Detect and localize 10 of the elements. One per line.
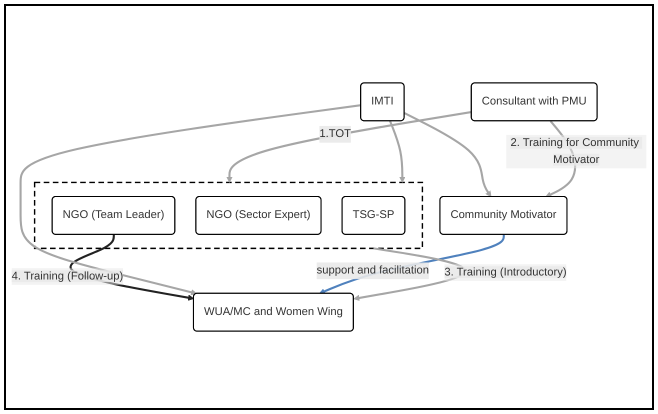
arrow <box>388 120 406 183</box>
edge-label: 2. Training for Community Motivator <box>510 136 639 166</box>
arrow <box>20 104 362 296</box>
arrow <box>404 112 492 198</box>
edge-label: 4. Training (Follow-up) <box>12 270 124 282</box>
edge-label: 1.TOT <box>319 128 351 140</box>
edge-label: support and facilitation <box>316 264 429 276</box>
edge-label: 3. Training (Introductory) <box>444 266 567 278</box>
cluster <box>34 182 424 250</box>
arrow <box>226 111 472 183</box>
